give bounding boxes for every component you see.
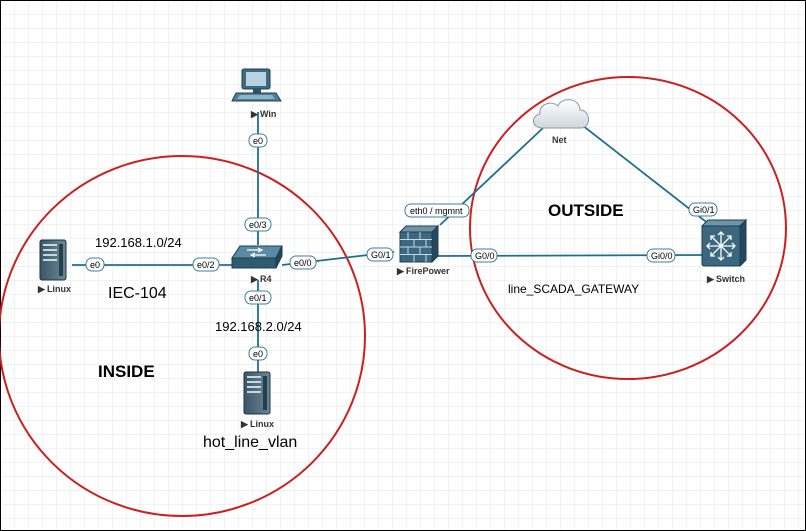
play-icon: ▶ <box>250 274 259 284</box>
if-sw-gi0-1: Gi0/1 <box>688 202 718 217</box>
subnet-1-label: 192.168.1.0/24 <box>95 235 182 250</box>
linux-bottom-node[interactable]: ▶ Linux <box>240 371 274 429</box>
server-icon <box>243 371 271 415</box>
linux-bottom-label: Linux <box>250 419 274 429</box>
if-r4-e0-3: e0/3 <box>244 217 272 232</box>
if-label: e0 <box>253 136 263 146</box>
if-label: e0/0 <box>294 258 312 268</box>
if-r4-e0-2: e0/2 <box>192 257 220 272</box>
if-label: Gi0/0 <box>651 251 673 261</box>
pc-icon <box>231 68 282 102</box>
outside-zone-circle <box>469 76 787 380</box>
play-icon: ▶ <box>240 419 249 429</box>
if-label: e0 <box>253 349 263 359</box>
subnet-2-label: 192.168.2.0/24 <box>215 319 302 334</box>
win-node[interactable]: ▶ Win <box>231 68 282 119</box>
if-fp-eth0-mgmnt: eth0 / mgmnt <box>404 203 470 218</box>
iec-104-label: IEC-104 <box>108 285 167 302</box>
outside-zone-label: OUTSIDE <box>548 201 624 220</box>
switch-label: Switch <box>716 274 745 284</box>
linux-left-node[interactable]: ▶ Linux <box>37 239 71 294</box>
if-label: G0/1 <box>371 250 391 260</box>
cloud-icon <box>533 99 589 129</box>
play-icon: ▶ <box>37 284 46 294</box>
if-fp-g0-0: G0/0 <box>470 248 498 263</box>
win-label: Win <box>260 109 276 119</box>
firepower-label: FirePower <box>406 266 450 276</box>
if-sw-gi0-0: Gi0/0 <box>646 248 676 263</box>
r4-node[interactable]: ▶ R4 <box>231 245 283 284</box>
if-label: Gi0/1 <box>693 205 715 215</box>
if-label: e0 <box>90 260 100 270</box>
play-icon: ▶ <box>250 109 259 119</box>
r4-label: R4 <box>260 274 272 284</box>
if-label: e0/1 <box>249 293 267 303</box>
switch-node[interactable]: ▶ Switch <box>700 218 748 284</box>
server-icon <box>39 239 67 281</box>
switch-icon <box>231 245 283 269</box>
line-scada-gateway-label: line_SCADA_GATEWAY <box>508 282 639 296</box>
linux-left-label: Linux <box>47 284 71 294</box>
net-label: Net <box>552 135 567 145</box>
inside-zone-circle <box>0 155 366 517</box>
if-win-e0: e0 <box>248 133 268 148</box>
if-label: e0/3 <box>249 220 267 230</box>
net-node[interactable]: Net <box>533 99 589 145</box>
if-linux-left-e0: e0 <box>85 257 105 272</box>
hot-line-vlan-label: hot_line_vlan <box>203 434 297 451</box>
multilayer-switch-icon <box>700 218 748 268</box>
if-label: eth0 / mgmnt <box>410 206 463 216</box>
inside-zone-label: INSIDE <box>98 362 155 381</box>
play-icon: ▶ <box>706 274 715 284</box>
firepower-node[interactable]: ▶ FirePower <box>396 224 450 276</box>
if-linux-bottom-e0: e0 <box>248 346 268 361</box>
if-r4-e0-0: e0/0 <box>289 255 317 270</box>
if-label: G0/0 <box>475 251 495 261</box>
if-fp-g0-1: G0/1 <box>366 247 394 262</box>
if-r4-e0-1: e0/1 <box>244 290 272 305</box>
firewall-icon <box>398 224 440 264</box>
play-icon: ▶ <box>396 266 405 276</box>
if-label: e0/2 <box>197 260 215 270</box>
